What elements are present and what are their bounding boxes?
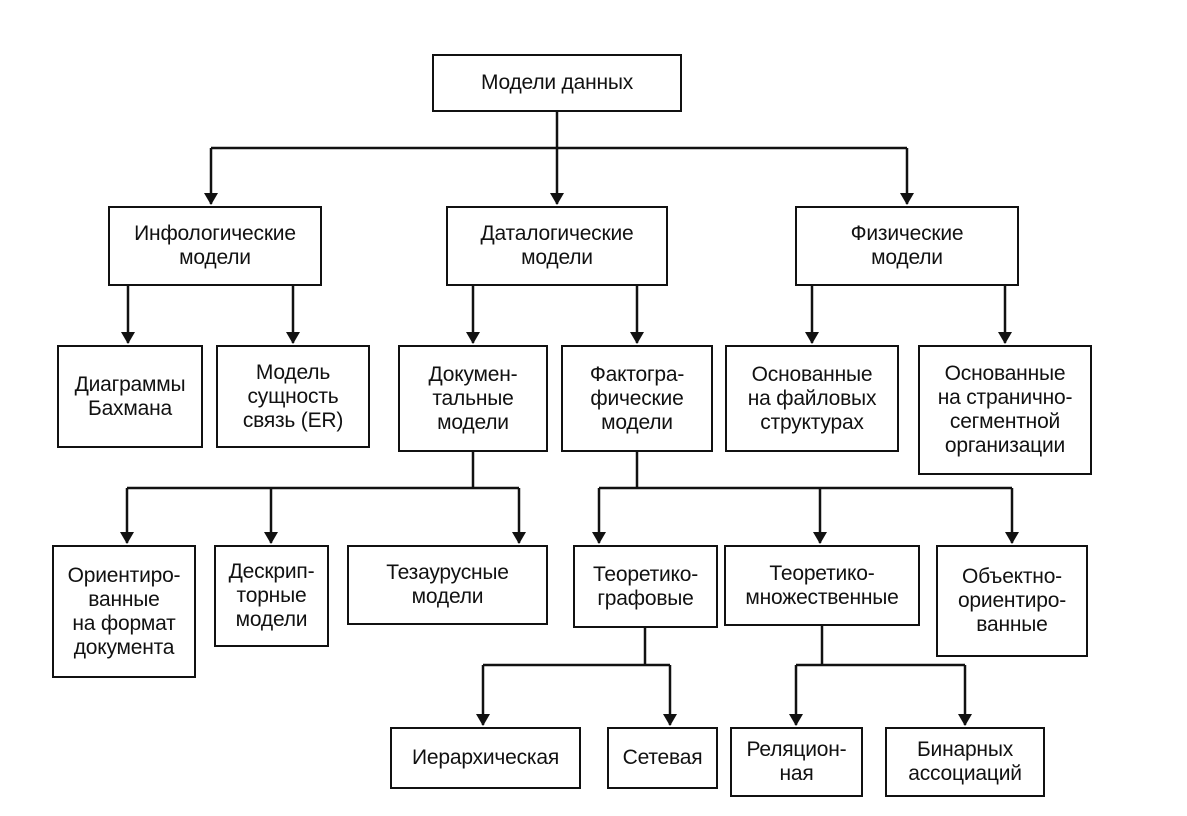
infological-models-label: Инфологические модели [134,222,296,269]
thesaurus-models-node: Тезаурусные модели [347,545,548,625]
bachman-diagrams-label: Диаграммы Бахмана [74,372,186,420]
object-oriented-node: Объектно- ориентиро- ванные [936,545,1088,657]
format-oriented-node: Ориентиро- ванные на формат документа [52,545,196,678]
page-segment-label: Основанные на странично- сегментной орга… [937,362,1073,457]
set-theoretic-label: Теоретико- множественные [745,561,899,609]
infological-models-node: Инфологические модели [108,206,322,286]
page-segment-node: Основанные на странично- сегментной орга… [918,345,1092,475]
binary-associations-node: Бинарных ассоциаций [885,727,1045,797]
factographic-models-label: Фактогра- фические модели [589,362,685,434]
root-node: Модели данных [432,54,682,112]
file-based-label: Основанные на файловых структурах [747,362,877,434]
datalogical-models-node: Даталогические модели [446,206,668,286]
er-model-node: Модель сущность связь (ER) [216,345,370,448]
file-based-node: Основанные на файловых структурах [725,345,899,452]
hierarchical-label: Иерархическая [411,746,560,769]
relational-node: Реляцион- ная [730,727,863,797]
documental-models-label: Докумен- тальные модели [428,362,518,434]
format-oriented-label: Ориентиро- ванные на формат документа [67,563,181,659]
descriptor-models-label: Дескрип- торные модели [228,560,315,631]
hierarchical-node: Иерархическая [390,727,581,789]
network-label: Сетевая [622,746,703,769]
network-node: Сетевая [607,727,718,789]
relational-label: Реляцион- ная [746,738,847,785]
documental-models-node: Докумен- тальные модели [398,345,548,452]
datalogical-models-label: Даталогические модели [480,222,634,269]
er-model-label: Модель сущность связь (ER) [242,360,344,432]
set-theoretic-node: Теоретико- множественные [724,545,920,626]
root-label: Модели данных [480,71,634,94]
factographic-models-node: Фактогра- фические модели [561,345,713,452]
physical-models-label: Физические модели [850,222,964,269]
descriptor-models-node: Дескрип- торные модели [214,545,329,647]
thesaurus-models-label: Тезаурусные модели [386,561,509,608]
graph-theoretic-label: Теоретико- графовые [592,562,699,610]
object-oriented-label: Объектно- ориентиро- ванные [957,565,1067,636]
physical-models-node: Физические модели [795,206,1019,286]
graph-theoretic-node: Теоретико- графовые [573,545,718,628]
bachman-diagrams-node: Диаграммы Бахмана [57,345,203,448]
binary-associations-label: Бинарных ассоциаций [908,738,1022,785]
